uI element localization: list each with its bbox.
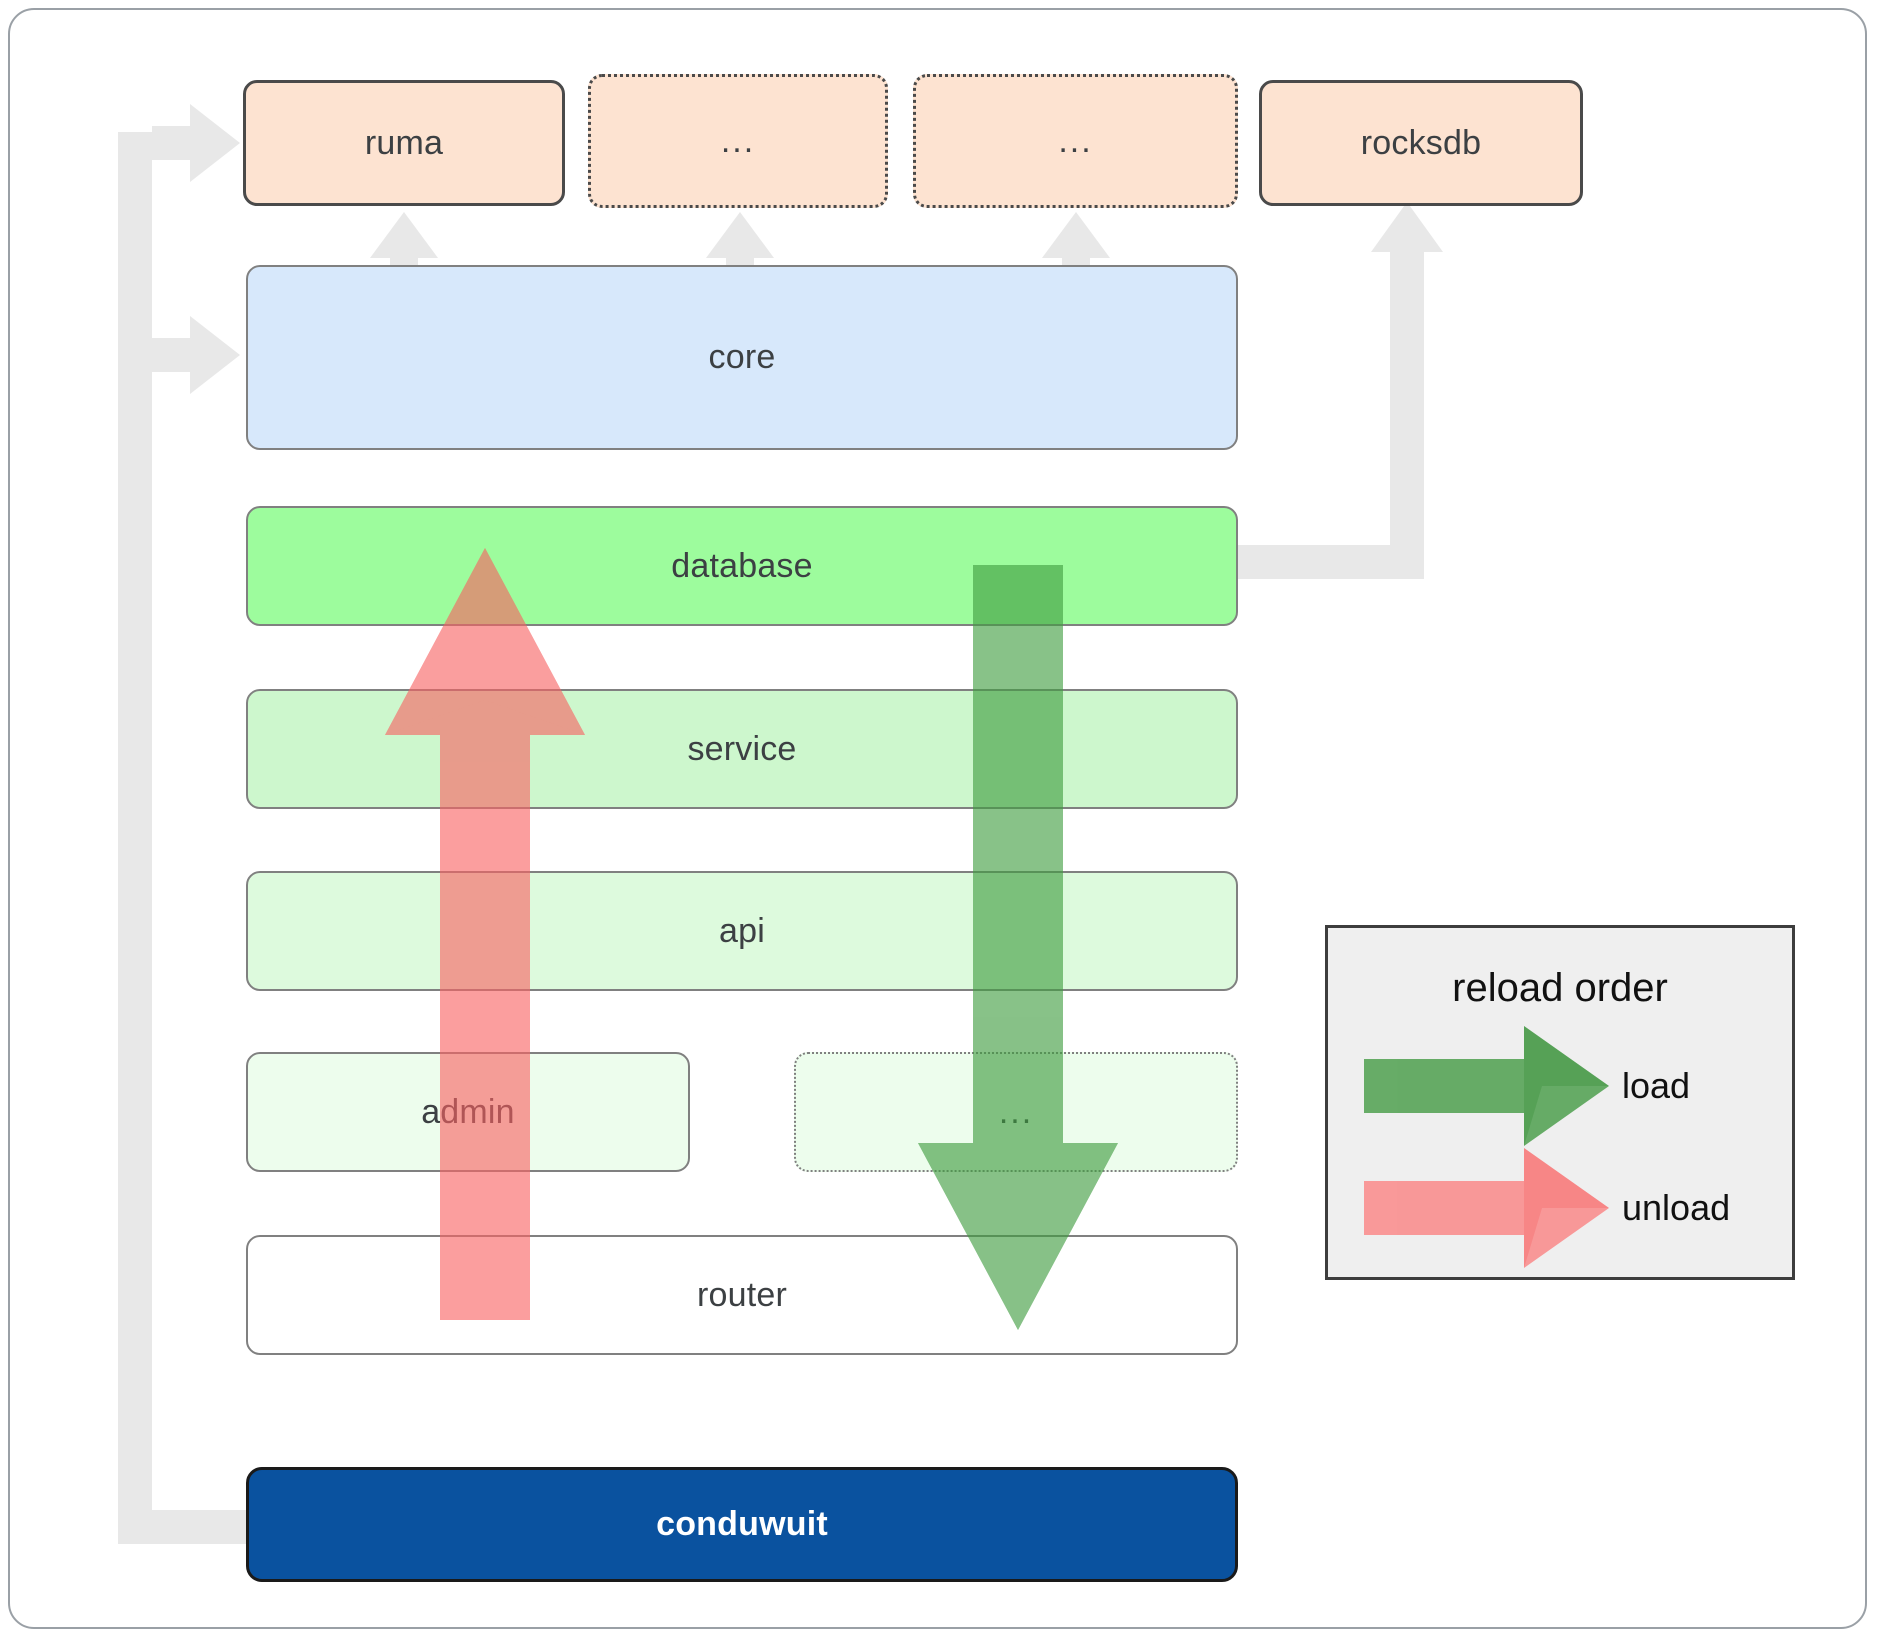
node-rocksdb-label: rocksdb [1360,123,1482,162]
node-router[interactable]: router [246,1235,1238,1355]
node-top-ellipsis-1-label: ... [720,121,756,160]
node-top-ellipsis-2[interactable]: ... [913,74,1238,208]
node-layer-ellipsis[interactable]: ... [794,1052,1238,1172]
legend-row-load: load [1364,1026,1764,1146]
node-service[interactable]: service [246,689,1238,809]
unload-arrow-icon [1364,1148,1609,1268]
node-top-ellipsis-1[interactable]: ... [588,74,888,208]
node-top-ellipsis-2-label: ... [1058,121,1093,160]
node-database-label: database [671,546,813,585]
node-ruma-label: ruma [364,123,444,162]
node-core[interactable]: core [246,265,1238,450]
node-service-label: service [687,729,797,768]
node-admin-label: admin [421,1092,515,1131]
load-arrow-icon [1364,1026,1609,1146]
node-core-label: core [708,338,776,376]
node-rocksdb[interactable]: rocksdb [1259,80,1583,206]
diagram-panel [8,8,1867,1629]
node-router-label: router [696,1275,788,1314]
node-layer-ellipsis-label: ... [998,1092,1034,1131]
node-conduwuit[interactable]: conduwuit [246,1467,1238,1582]
legend-label-load: load [1622,1065,1691,1106]
node-database[interactable]: database [246,506,1238,626]
node-admin[interactable]: admin [246,1052,690,1172]
node-api-label: api [719,911,765,950]
node-conduwuit-label: conduwuit [656,1505,828,1543]
legend-row-unload: unload [1364,1148,1764,1268]
legend-panel: reload order load unload [1325,925,1795,1280]
node-api[interactable]: api [246,871,1238,991]
legend-label-unload: unload [1622,1187,1731,1228]
legend-title: reload order [1452,966,1668,1010]
node-ruma[interactable]: ruma [243,80,565,206]
